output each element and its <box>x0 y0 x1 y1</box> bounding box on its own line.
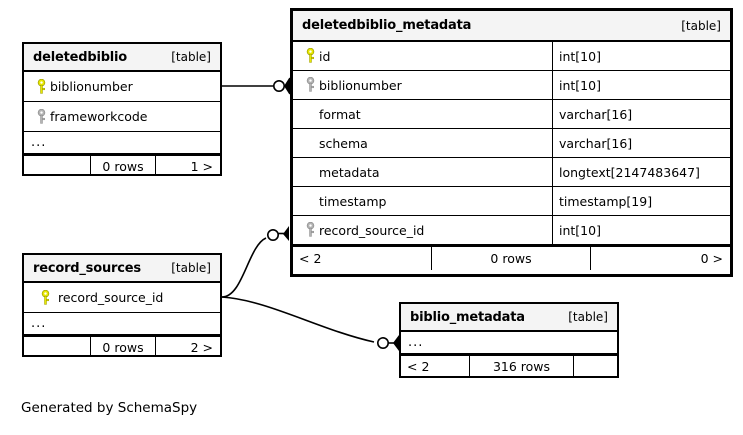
footer-child-count[interactable]: 1 > <box>155 156 220 176</box>
column-type: int[10] <box>552 216 730 244</box>
footer-child-count[interactable]: 0 > <box>590 247 730 270</box>
table-deletedbiblio-metadata-header: deletedbiblio_metadata [table] <box>293 11 730 42</box>
column-record-source-id: record_source_id <box>24 283 220 312</box>
primary-key-icon <box>32 289 58 306</box>
footer-row-count: 0 rows <box>431 247 590 270</box>
table-deletedbiblio-metadata-name: deletedbiblio_metadata <box>302 18 472 33</box>
edge-deletedbiblio-to-deletedbiblio-metadata <box>222 77 291 95</box>
table-biblio-metadata-footer: < 2 316 rows <box>401 354 617 376</box>
column-label: metadata <box>319 164 380 180</box>
column-type: longtext[2147483647] <box>552 158 730 186</box>
table-record-sources-tag: [table] <box>171 261 211 275</box>
table-deletedbiblio-tag: [table] <box>171 50 211 64</box>
table-record-sources-name: record_sources <box>33 260 141 276</box>
table-row[interactable]: timestamp timestamp[19] <box>293 187 730 216</box>
column-record-source-id: record_source_id <box>293 216 552 244</box>
table-biblio-metadata-header: biblio_metadata [table] <box>401 304 617 332</box>
column-label: record_source_id <box>319 222 425 238</box>
footer-parent-count[interactable]: < 2 <box>299 251 322 266</box>
column-timestamp: timestamp <box>293 187 552 215</box>
generated-by-caption: Generated by SchemaSpy <box>21 400 198 416</box>
table-deletedbiblio-footer: 0 rows 1 > <box>24 154 220 176</box>
column-id: id <box>293 42 552 70</box>
column-label: record_source_id <box>58 290 164 305</box>
table-row[interactable]: id int[10] <box>293 42 730 71</box>
column-schema: schema <box>293 129 552 157</box>
table-deletedbiblio-header: deletedbiblio [table] <box>24 44 220 72</box>
table-row[interactable]: record_source_id <box>24 283 220 313</box>
column-type: varchar[16] <box>552 129 730 157</box>
foreign-key-icon <box>301 77 319 93</box>
footer-row-count: 316 rows <box>469 356 573 376</box>
column-format: format <box>293 100 552 128</box>
more-columns-indicator: ... <box>24 313 220 335</box>
edge-record-sources-to-biblio-metadata <box>221 296 399 351</box>
footer-parent-count[interactable] <box>24 156 90 176</box>
column-biblionumber: biblionumber <box>293 71 552 99</box>
column-label: format <box>319 106 361 122</box>
column-type: varchar[16] <box>552 100 730 128</box>
table-biblio-metadata[interactable]: biblio_metadata [table] ... < 2 316 rows <box>399 302 619 378</box>
table-record-sources-footer: 0 rows 2 > <box>24 335 220 357</box>
footer-row-count: 0 rows <box>90 337 155 357</box>
footer-child-count[interactable] <box>573 356 617 376</box>
table-record-sources-header: record_sources [table] <box>24 255 220 283</box>
table-record-sources[interactable]: record_sources [table] record_source_id … <box>22 253 222 357</box>
more-columns-indicator: ... <box>24 132 220 154</box>
table-biblio-metadata-name: biblio_metadata <box>410 309 525 325</box>
column-label: id <box>319 48 331 64</box>
table-biblio-metadata-tag: [table] <box>568 310 608 324</box>
table-row[interactable]: frameworkcode <box>24 102 220 132</box>
edge-record-sources-to-deletedbiblio-metadata <box>221 226 289 298</box>
table-deletedbiblio-metadata[interactable]: deletedbiblio_metadata [table] id int[10… <box>290 8 733 277</box>
column-biblionumber: biblionumber <box>24 72 220 101</box>
column-label: schema <box>319 135 368 151</box>
footer-parent-count[interactable]: < 2 <box>407 358 430 374</box>
table-deletedbiblio-metadata-footer: < 2 0 rows 0 > <box>293 245 730 270</box>
column-type: int[10] <box>552 71 730 99</box>
foreign-key-icon <box>32 108 50 125</box>
footer-row-count: 0 rows <box>90 156 155 176</box>
table-row[interactable]: record_source_id int[10] <box>293 216 730 245</box>
foreign-key-icon <box>301 222 319 238</box>
column-label: frameworkcode <box>50 109 148 124</box>
table-row[interactable]: format varchar[16] <box>293 100 730 129</box>
column-type: timestamp[19] <box>552 187 730 215</box>
column-type: int[10] <box>552 42 730 70</box>
table-deletedbiblio-metadata-tag: [table] <box>681 18 721 33</box>
table-row[interactable]: biblionumber int[10] <box>293 71 730 100</box>
table-deletedbiblio[interactable]: deletedbiblio [table] biblionumber <box>22 42 222 176</box>
table-row[interactable]: schema varchar[16] <box>293 129 730 158</box>
column-label: biblionumber <box>50 79 133 94</box>
column-label: timestamp <box>319 193 387 209</box>
footer-parent-count[interactable] <box>24 337 90 357</box>
table-row[interactable]: biblionumber <box>24 72 220 102</box>
more-columns-indicator: ... <box>401 332 617 354</box>
footer-child-count[interactable]: 2 > <box>155 337 220 357</box>
table-deletedbiblio-name: deletedbiblio <box>33 49 128 65</box>
column-label: biblionumber <box>319 77 402 93</box>
primary-key-icon <box>301 48 319 64</box>
column-metadata: metadata <box>293 158 552 186</box>
primary-key-icon <box>32 78 50 95</box>
column-frameworkcode: frameworkcode <box>24 102 220 131</box>
table-row[interactable]: metadata longtext[2147483647] <box>293 158 730 187</box>
